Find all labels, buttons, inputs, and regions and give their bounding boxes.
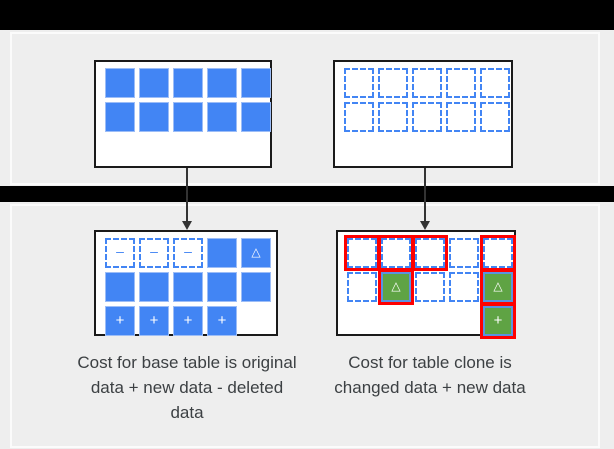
table-cell-r2c1 (105, 272, 135, 302)
base-table-original-grid (105, 68, 271, 132)
table-cell-r2c4 (446, 102, 476, 132)
triangle-icon: △ (391, 279, 401, 293)
panel-edge-left-bottom (10, 204, 12, 447)
table-cell-r1c4 (446, 68, 476, 98)
table-cell-r1c1 (105, 68, 135, 98)
table-cell-r3c1: + (105, 306, 135, 336)
arrow-shaft (186, 168, 188, 223)
table-cell-r2c1 (347, 272, 377, 302)
table-cell-r2c2 (139, 102, 169, 132)
table-clone-after-changes-box: △ △ + (336, 230, 516, 339)
table-cell-r2c1 (344, 102, 374, 132)
panel-edge-bottom-1 (10, 183, 600, 185)
panel-edge-right-bottom (598, 204, 600, 447)
table-cell-r2c3 (173, 102, 203, 132)
plus-icon: + (149, 311, 159, 329)
minus-icon: – (184, 243, 192, 259)
table-cell-r1c2 (139, 68, 169, 98)
table-cell-r1c1: – (105, 238, 135, 268)
base-table-after-changes-grid: – – – △ + + + + (105, 238, 271, 336)
table-cell-r2c5 (241, 272, 271, 302)
caption-base-table: Cost for base table is original data + n… (77, 353, 297, 422)
table-cell-r2c5: △ (480, 269, 516, 305)
table-cell-r1c3 (173, 68, 203, 98)
arrow-head (182, 221, 192, 230)
table-cell-r1c2: – (139, 238, 169, 268)
table-cell-r2c3 (415, 272, 445, 302)
table-cell-r1c2 (378, 68, 408, 98)
panel-edge-top-2 (10, 204, 600, 206)
table-cell-r3c4 (449, 306, 479, 336)
triangle-icon: △ (251, 245, 261, 259)
table-cell-r1c4 (449, 238, 479, 268)
table-cell-r2c2 (378, 102, 408, 132)
arrow-head (420, 221, 430, 230)
table-cell-r2c2: △ (378, 269, 414, 305)
plus-icon: + (115, 311, 125, 329)
table-cell-r2c4 (207, 102, 237, 132)
table-cell-r3c2: + (139, 306, 169, 336)
table-cell-r1c1 (344, 235, 380, 271)
minus-icon: – (150, 243, 158, 259)
triangle-icon: △ (493, 279, 503, 293)
minus-icon: – (116, 243, 124, 259)
table-cell-r3c4: + (207, 306, 237, 336)
top-slide-panel (0, 30, 614, 186)
table-cell-r3c2 (381, 306, 411, 336)
table-cell-r1c2 (378, 235, 414, 271)
table-cell-r3c1 (347, 306, 377, 336)
table-cell-r1c3 (412, 68, 442, 98)
table-cell-r1c5 (480, 68, 510, 98)
base-table-after-changes-box: – – – △ + + + + (94, 230, 278, 336)
table-cell-r1c5 (480, 235, 516, 271)
table-cell-r2c2 (139, 272, 169, 302)
table-clone-initial-box (333, 60, 513, 168)
plus-icon: + (493, 311, 503, 329)
plus-icon: + (183, 311, 193, 329)
table-cell-r2c1 (105, 102, 135, 132)
plus-icon: + (217, 311, 227, 329)
top-black-band (0, 0, 614, 30)
panel-edge-left-top (10, 32, 12, 184)
table-cell-r1c4 (207, 238, 237, 268)
panel-edge-bottom-2 (10, 446, 600, 448)
base-table-original-box (94, 60, 272, 168)
table-clone-initial-grid (344, 68, 510, 132)
table-cell-r3c3 (415, 306, 445, 336)
table-cell-r2c5 (480, 102, 510, 132)
table-cell-r1c1 (344, 68, 374, 98)
middle-black-band (0, 186, 614, 202)
table-cell-r2c5 (241, 102, 271, 132)
panel-edge-right-top (598, 32, 600, 184)
table-cell-r3c5: + (480, 303, 516, 339)
table-cell-r2c4 (207, 272, 237, 302)
table-cell-r1c3 (412, 235, 448, 271)
arrow-shaft (424, 168, 426, 223)
table-cell-r1c5: △ (241, 238, 271, 268)
table-cell-r2c3 (412, 102, 442, 132)
table-cell-r3c3: + (173, 306, 203, 336)
table-cell-r3c5 (241, 306, 271, 336)
table-cell-r2c4 (449, 272, 479, 302)
table-cell-r1c3: – (173, 238, 203, 268)
panel-edge-top-1 (10, 32, 600, 34)
table-clone-after-changes-grid: △ △ + (344, 235, 516, 339)
table-cell-r1c5 (241, 68, 271, 98)
table-cell-r2c3 (173, 272, 203, 302)
table-cell-r1c4 (207, 68, 237, 98)
caption-table-clone: Cost for table clone is changed data + n… (334, 353, 526, 397)
